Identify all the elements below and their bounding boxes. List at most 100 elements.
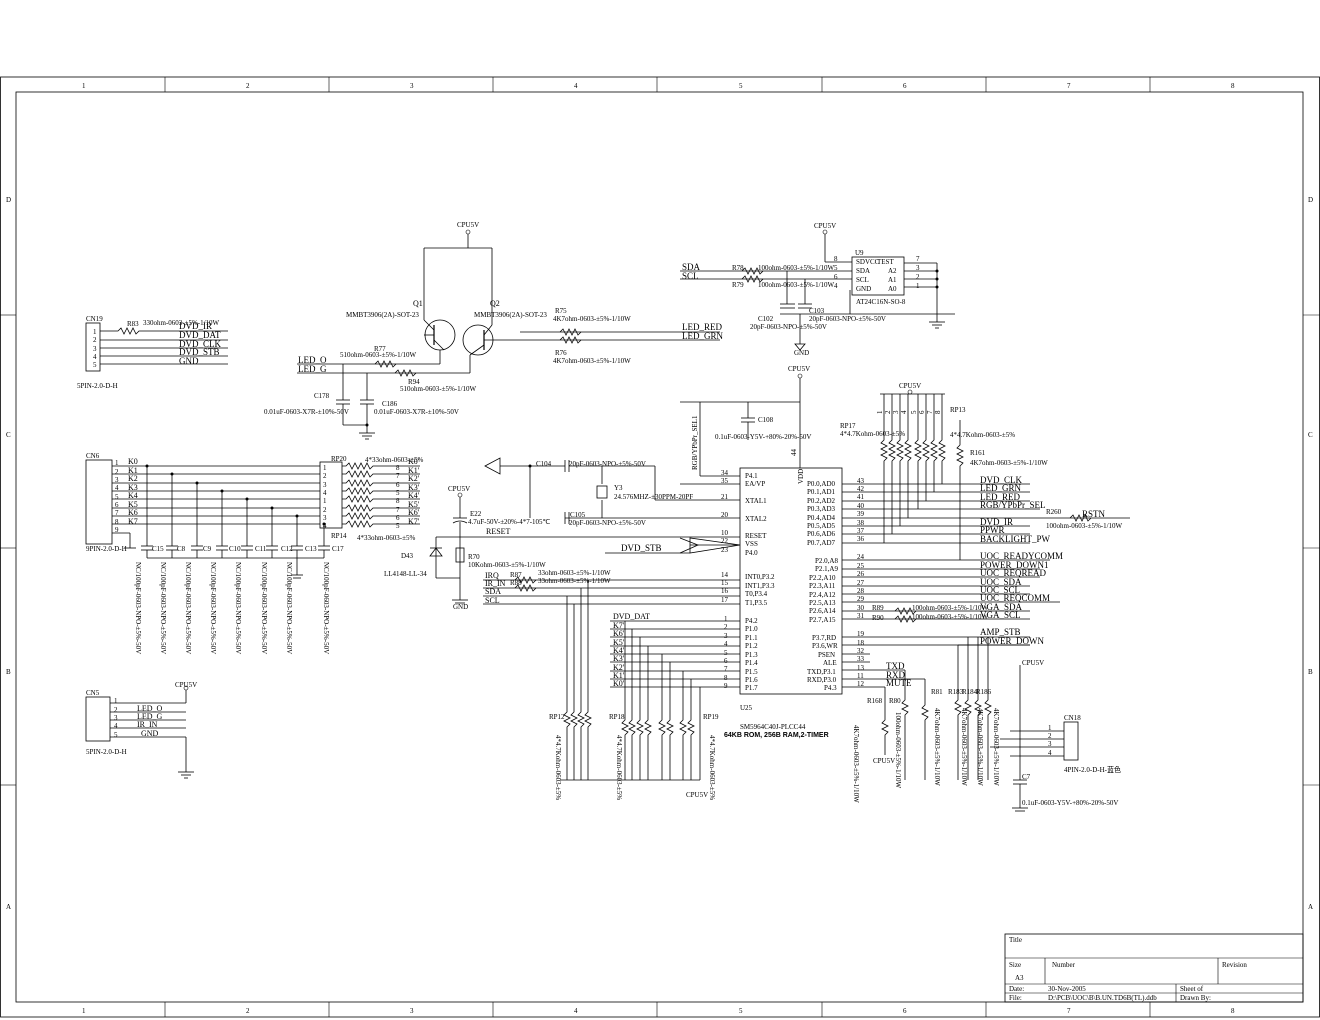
schematic-label: 0.1uF-0603-Y5V-+80%-20%-50V — [715, 433, 811, 441]
schematic-label: 20pF-0603-NPO-±5%-50V — [569, 519, 646, 527]
schematic-label: DVD_DAT — [613, 612, 650, 621]
revision-label: Revision — [1222, 961, 1247, 969]
schematic-label: VGA_SDA — [980, 602, 1023, 612]
schematic-label: 2 — [724, 623, 728, 631]
sheet-label: Sheet of — [1180, 985, 1204, 993]
schematic-label: R183 — [948, 688, 964, 696]
r83-value: 330ohm-0603-±5%-1/10W — [143, 319, 220, 327]
schematic-label: LED_RED — [980, 492, 1020, 502]
schematic-label: 4 — [1048, 749, 1052, 757]
schematic-label: 1 — [93, 328, 97, 336]
schematic-label: C103 — [809, 307, 825, 315]
schematic-label: LED_O — [137, 704, 163, 713]
schematic-label: R184 — [962, 688, 978, 696]
col-label: 8 — [1231, 82, 1235, 90]
schematic-label: 16 — [721, 587, 729, 595]
schematic-label: 4*33ohm-0603-±5% — [357, 534, 415, 542]
schematic-label: P1.5 — [745, 668, 758, 676]
schematic-label: EA/VP — [745, 480, 765, 488]
schematic-label: 1 — [115, 459, 119, 467]
schematic-label: TEST — [877, 258, 894, 266]
schematic-label: RGB/YPbPr_SEL1 — [691, 415, 699, 470]
schematic-label: 33 — [857, 655, 865, 663]
schematic-label: 9 — [724, 682, 728, 690]
schematic-label: 2 — [93, 336, 97, 344]
schematic-label: 2 — [115, 468, 119, 476]
schematic-label: K1 — [128, 466, 138, 475]
schematic-label: R186 — [976, 688, 992, 696]
schematic-label: 8 — [934, 410, 942, 414]
schematic-label: 1 — [323, 497, 327, 505]
schematic-label: 23 — [721, 546, 729, 554]
schematic-label: DVD_CLK — [980, 475, 1022, 485]
schematic-label: IR_IN — [137, 720, 158, 729]
col-label: 4 — [574, 82, 578, 90]
schematic-label: 4.7uF-50V-±20%-4*7-105℃ — [468, 518, 551, 526]
cn19-footprint: 5PIN-2.0-D-H — [77, 382, 118, 390]
schematic-label: 26 — [857, 570, 865, 578]
schematic-label: SDA — [856, 267, 870, 275]
schematic-label: 5 — [834, 264, 838, 272]
schematic-label: NC/100pF-0603-NPO-±5%-50V — [234, 562, 242, 654]
schematic-label: K2' — [613, 663, 625, 672]
schematic-label: 4 — [834, 282, 838, 290]
schematic-label: VDD — [797, 469, 805, 484]
row-label: B — [6, 668, 11, 676]
schematic-label: 4 — [323, 489, 327, 497]
schematic-label: 4K7ohm-0603-±5%-1/10W — [960, 708, 968, 786]
net-label: DVD_STB — [179, 347, 220, 357]
schematic-label: R79 — [732, 281, 744, 289]
schematic-label: IRQ — [485, 571, 499, 580]
schematic-label: 5PIN-2.0-D-H — [86, 748, 127, 756]
schematic-label: 4 — [93, 353, 97, 361]
schematic-label: P2.1,A9 — [815, 565, 838, 573]
schematic-label: C13 — [305, 545, 317, 553]
schematic-label: R94 — [408, 378, 420, 386]
schematic-label: 11 — [857, 672, 864, 680]
schematic-label: P1.0 — [745, 625, 758, 633]
schematic-label: R75 — [555, 307, 567, 315]
schematic-label: K6' — [613, 629, 625, 638]
schematic-label: R90 — [872, 614, 884, 622]
schematic-label: RP20 — [331, 455, 347, 463]
schematic-label: 42 — [857, 485, 865, 493]
net-label: DVD_IR — [179, 321, 212, 331]
schematic-label: A1 — [888, 276, 897, 284]
schematic-label: XTAL2 — [745, 515, 767, 523]
col-label: 7 — [1067, 82, 1071, 90]
schematic-label: T1,P3.5 — [745, 599, 768, 607]
schematic-label: R80 — [889, 697, 901, 705]
schematic-label: P2.3,A11 — [809, 582, 836, 590]
schematic-label: C178 — [314, 392, 330, 400]
cn19-ref: CN19 — [86, 315, 103, 323]
connector-cn18: CN18 1 2 3 4 CPU5V C7 0.1uF-0603-Y5V-+80… — [990, 659, 1121, 812]
schematic-label: 2 — [884, 410, 892, 414]
q1-part: MMBT3906(2A)-SOT-23 — [346, 311, 419, 319]
schematic-label: P3.7,RD — [812, 634, 836, 642]
schematic-label: R77 — [374, 345, 386, 353]
led-driver: CPU5V Q1 MMBT3906(2A)-SOT-23 Q2 MMBT3906… — [264, 221, 723, 440]
schematic-label: ALE — [823, 659, 837, 667]
schematic-label: RXD — [886, 670, 906, 680]
schematic-label: RP17 — [840, 422, 856, 430]
size-label: Size — [1009, 961, 1021, 969]
schematic-label: 4K7ohm-0603-±5%-1/10W — [933, 708, 941, 786]
schematic-label: P0.7,AD7 — [807, 539, 836, 547]
schematic-label: 5 — [114, 731, 118, 739]
schematic-label: DVD_STB — [621, 543, 662, 553]
schematic-label: 4*4.7Kohm-0603-±5% — [950, 431, 1015, 439]
schematic-label: 1 — [876, 410, 884, 414]
schematic-label: 24 — [857, 553, 865, 561]
schematic-label: A0 — [888, 285, 897, 293]
schematic-label: CPU5V — [814, 222, 836, 230]
schematic-label: C108 — [758, 416, 774, 424]
schematic-label: 5 — [910, 410, 918, 414]
schematic-label: 4PIN-2.0-D-H-蓝色 — [1064, 765, 1121, 774]
schematic-label: 9 — [115, 526, 119, 534]
schematic-label: SDA — [485, 587, 501, 596]
col-label: 2 — [246, 1007, 250, 1015]
schematic-label: SM5964C40J-PLCC44 — [740, 723, 806, 731]
schematic-label: 10Kohm-0603-±5%-1/10W — [468, 561, 546, 569]
schematic-label: P3.6,WR — [812, 642, 838, 650]
schematic-label: R260 — [1046, 508, 1062, 516]
